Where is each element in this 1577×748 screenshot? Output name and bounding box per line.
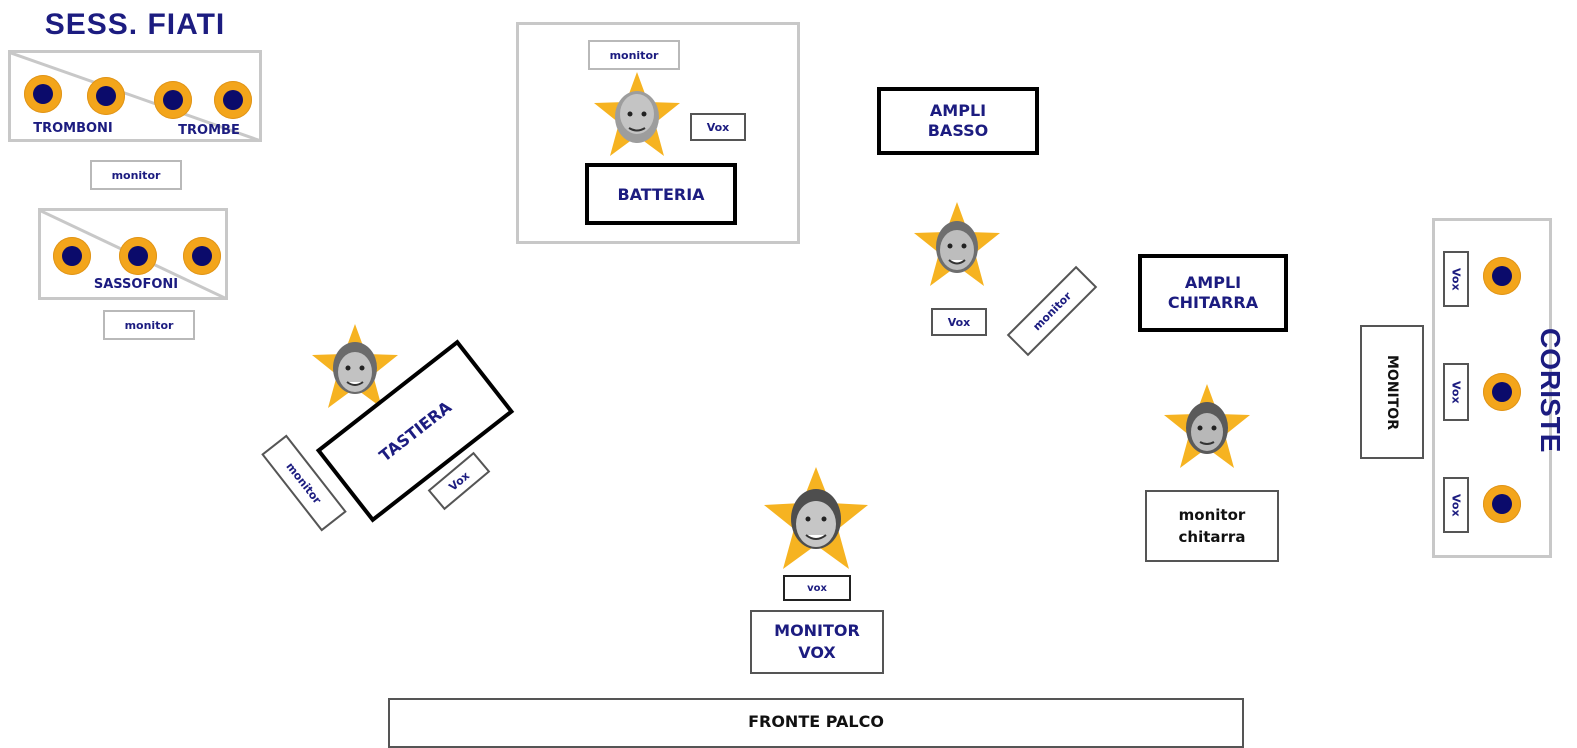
backing-mic-icon-2 xyxy=(1483,373,1521,411)
backing-riser: Vox Vox Vox xyxy=(1432,218,1552,558)
bass-vox-mic: Vox xyxy=(931,308,987,336)
bass-monitor: monitor xyxy=(1006,265,1098,357)
guitar-monitor-line1: monitor xyxy=(1178,506,1246,524)
horn-section-title: SESS. FIATI xyxy=(44,8,226,41)
riser-diagonal-line xyxy=(11,53,261,141)
guitar-amp: AMPLI CHITARRA xyxy=(1138,254,1288,332)
guitar-amp-line2: CHITARRA xyxy=(1167,293,1259,312)
lead-vox-mic: vox xyxy=(783,575,851,601)
backing-mic-icon-1 xyxy=(1483,257,1521,295)
bass-amp-line1: AMPLI xyxy=(929,101,987,120)
bassist-star-icon xyxy=(914,202,1000,286)
backing-title-text: CORISTE xyxy=(1535,327,1566,453)
sax-mic-icon xyxy=(119,237,157,275)
guitarist-star-icon xyxy=(1164,384,1250,468)
drum-kit: BATTERIA xyxy=(585,163,737,225)
sassofoni-label: SASSOFONI xyxy=(93,277,179,292)
backing-vox-mic-1: Vox xyxy=(1443,251,1469,307)
lead-singer-star-icon xyxy=(764,467,868,569)
sax-mic-icon xyxy=(53,237,91,275)
bass-amp: AMPLI BASSO xyxy=(877,87,1039,155)
tromboni-trombe-riser: TROMBONI TROMBE xyxy=(8,50,262,142)
trombone-mic-icon xyxy=(87,77,125,115)
tromboni-label: TROMBONI xyxy=(33,121,113,136)
bass-amp-line2: BASSO xyxy=(927,121,989,140)
trumpet-mic-icon xyxy=(214,81,252,119)
backing-monitor-label: MONITOR xyxy=(1384,354,1400,430)
backing-vox-mic-2: Vox xyxy=(1443,363,1469,421)
drum-vox-mic: Vox xyxy=(690,113,746,141)
sax-mic-icon xyxy=(183,237,221,275)
lead-monitor: MONITOR VOX xyxy=(750,610,884,674)
trombone-mic-icon xyxy=(24,75,62,113)
horn-monitor-top: monitor xyxy=(90,160,182,190)
backing-mic-icon-3 xyxy=(1483,485,1521,523)
lead-monitor-line1: MONITOR xyxy=(774,621,860,640)
backing-vox-label-1: Vox xyxy=(1449,267,1463,291)
backing-title: CORISTE xyxy=(1530,310,1570,470)
stage-front: FRONTE PALCO xyxy=(388,698,1244,748)
drum-monitor: monitor xyxy=(588,40,680,70)
lead-monitor-line2: VOX xyxy=(798,643,836,662)
keyboardist-star-icon xyxy=(312,324,398,408)
backing-vox-label-2: Vox xyxy=(1449,380,1463,404)
trumpet-mic-icon xyxy=(154,81,192,119)
drummer-star-icon xyxy=(594,72,680,156)
guitar-amp-line1: AMPLI xyxy=(1184,273,1242,292)
trombe-label: TROMBE xyxy=(178,123,240,138)
guitar-monitor: monitor chitarra xyxy=(1145,490,1279,562)
backing-vox-label-3: Vox xyxy=(1449,493,1463,517)
sassofoni-riser: SASSOFONI xyxy=(38,208,228,300)
backing-monitor: MONITOR xyxy=(1360,325,1424,459)
backing-vox-mic-3: Vox xyxy=(1443,477,1469,533)
guitar-monitor-line2: chitarra xyxy=(1178,528,1246,546)
horn-monitor-bottom: monitor xyxy=(103,310,195,340)
